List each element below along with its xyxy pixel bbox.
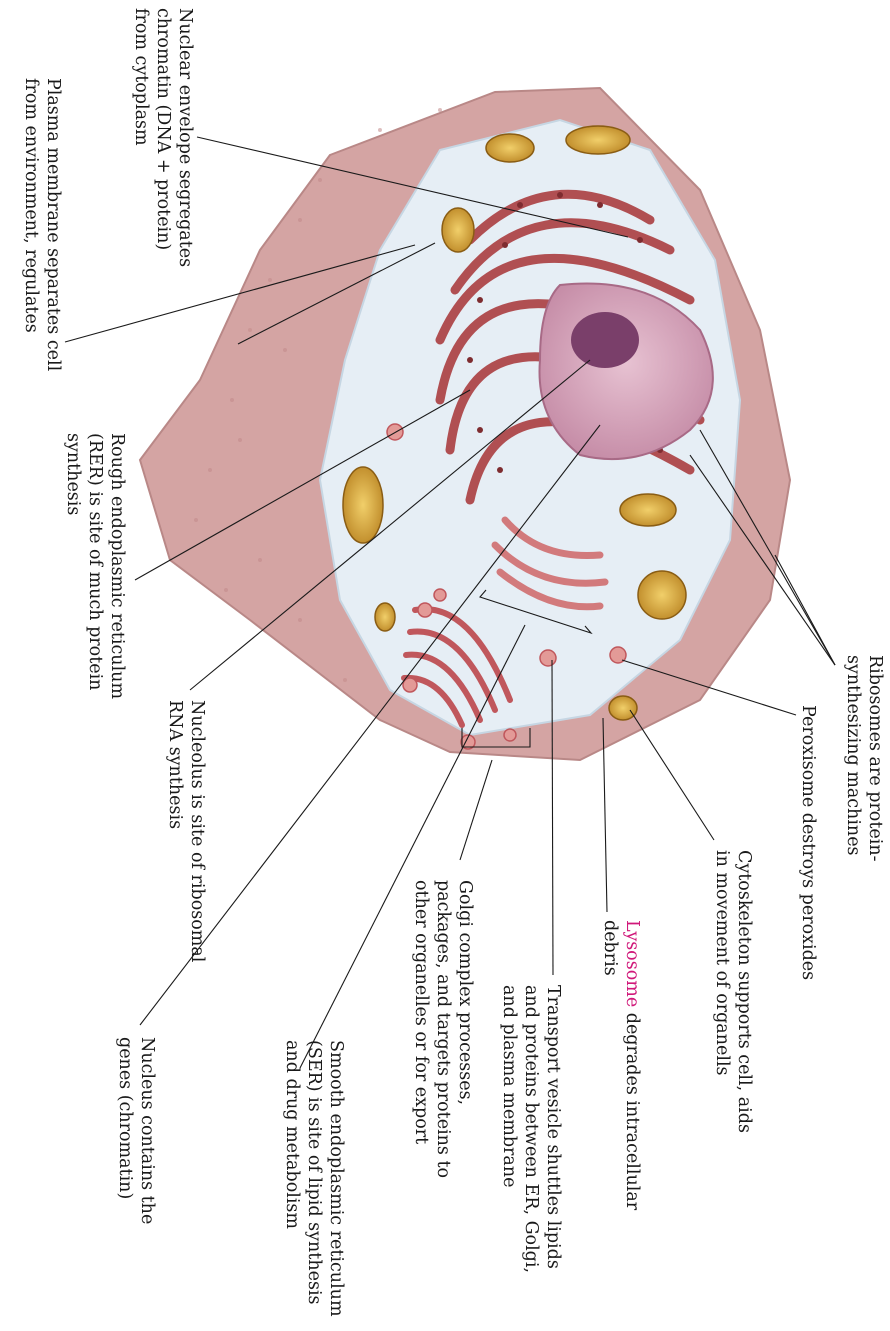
label-plasma-line2: from environment, regulates xyxy=(21,78,41,333)
label-nucleolus: Nucleolus is site of ribosomal RNA synth… xyxy=(165,700,207,963)
nucleolus xyxy=(571,312,639,368)
label-ribosomes: Ribosomes are protein- synthesizing mach… xyxy=(843,655,885,862)
label-nucleolus-line1: Nucleolus is site of ribosomal xyxy=(187,700,207,963)
label-rer-line3: synthesis xyxy=(63,433,83,515)
label-rer-line1: Rough endoplasmic reticulum xyxy=(107,433,127,699)
label-cytoskeleton-line1: Cytoskeleton supports cell, aids xyxy=(734,850,754,1133)
leader-cytoskeleton xyxy=(630,710,714,840)
label-lysosome-line1: Lysosome degrades intracellular xyxy=(622,920,642,1211)
label-nucleus-line1: Nucleus contains the xyxy=(137,1037,157,1224)
label-lysosome-line2: debris xyxy=(600,920,620,976)
label-golgi-line2: packages, and targets proteins to xyxy=(433,880,453,1178)
label-golgi-line1: Golgi complex processes, xyxy=(455,880,475,1105)
cell-illustration xyxy=(140,88,790,760)
label-nucleus-line2: genes (chromatin) xyxy=(115,1037,135,1199)
label-transport-line2: and proteins between ER, Golgi, xyxy=(521,985,541,1273)
label-nucleus: Nucleus contains the genes (chromatin) xyxy=(115,1037,157,1224)
lysosome-term: Lysosome xyxy=(622,920,642,1007)
label-plasma-line1: Plasma membrane separates cell xyxy=(43,78,63,372)
label-nucleolus-line2: RNA synthesis xyxy=(165,700,185,829)
label-ribosomes-line2: synthesizing machines xyxy=(843,655,863,856)
label-envelope-line1: Nuclear envelope segregates xyxy=(175,8,195,267)
label-transport-vesicle: Transport vesicle shuttles lipids and pr… xyxy=(499,985,563,1273)
label-ribosomes-line1: Ribosomes are protein- xyxy=(865,655,885,862)
label-golgi: Golgi complex processes, packages, and t… xyxy=(411,880,475,1178)
label-transport-line3: and plasma membrane xyxy=(499,985,519,1187)
label-peroxisome-line1: Peroxisome destroys peroxides xyxy=(798,705,818,980)
label-rer: Rough endoplasmic reticulum (RER) is sit… xyxy=(63,433,127,699)
leader-ribosomes-3 xyxy=(775,555,835,665)
label-peroxisome: Peroxisome destroys peroxides xyxy=(798,705,818,980)
label-rer-line2: (RER) is site of much protein xyxy=(85,433,105,690)
label-nuclear-envelope: Nuclear envelope segregates chromatin (D… xyxy=(131,8,195,267)
label-cytoskeleton: Cytoskeleton supports cell, aids in move… xyxy=(712,850,754,1133)
label-transport-line1: Transport vesicle shuttles lipids xyxy=(543,985,563,1269)
lysosome-rest: degrades intracellular xyxy=(622,1007,642,1211)
label-cytoskeleton-line2: in movement of organells xyxy=(712,850,732,1076)
label-ser: Smooth endoplasmic reticulum (SER) is si… xyxy=(282,1040,346,1317)
label-ser-line1: Smooth endoplasmic reticulum xyxy=(326,1040,346,1317)
label-ser-line3: and drug metabolism xyxy=(282,1040,302,1229)
label-golgi-line3: other organelles or for export xyxy=(411,880,431,1144)
label-ser-line2: (SER) is site of lipid synthesis xyxy=(304,1040,324,1305)
label-lysosome: Lysosome degrades intracellular debris xyxy=(600,920,642,1211)
label-envelope-line3: from cytoplasm xyxy=(131,8,151,146)
label-plasma-membrane: Plasma membrane separates cell from envi… xyxy=(21,78,63,372)
leader-golgi xyxy=(460,760,492,860)
label-envelope-line2: chromatin (DNA + protein) xyxy=(153,8,173,250)
